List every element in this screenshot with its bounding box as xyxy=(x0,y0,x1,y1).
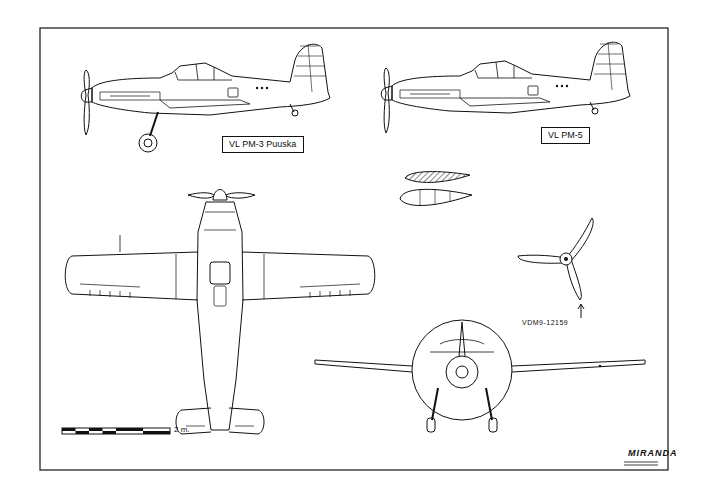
front-view-part xyxy=(315,360,645,372)
top-view-part xyxy=(188,195,255,198)
propeller-view-part xyxy=(566,259,581,300)
top-view-part xyxy=(242,252,375,300)
airfoil-section-part xyxy=(420,189,450,206)
logo-mark-part xyxy=(624,462,658,465)
front-view-part xyxy=(430,340,494,353)
top-view-part xyxy=(204,212,236,230)
view-caption: VL PM-3 Puuska xyxy=(229,139,297,150)
side-view-pm5 xyxy=(381,42,630,133)
scale-bar-part xyxy=(116,428,143,431)
front-view-part xyxy=(489,418,497,432)
scale-bar-part xyxy=(62,428,170,434)
frame-border xyxy=(40,28,668,470)
top-view-part xyxy=(80,254,360,299)
top-view-part xyxy=(188,193,255,195)
propeller-view xyxy=(518,218,593,318)
side-view-pm3 xyxy=(81,44,330,152)
propeller-view-part xyxy=(518,255,566,263)
side-view-pm3-part xyxy=(81,44,330,135)
airfoil-section-part xyxy=(400,189,472,205)
top-view-part xyxy=(213,190,227,201)
view-caption-box: VL PM-3 Puuska xyxy=(222,136,304,153)
author-logo: MIRANDA xyxy=(628,448,678,458)
front-view-part xyxy=(459,322,465,356)
side-view-pm3-part xyxy=(139,134,157,152)
scale-label: 2 m. xyxy=(174,425,190,434)
scale-bar-part xyxy=(103,431,117,434)
top-view-part xyxy=(210,262,230,284)
scale-bar-part xyxy=(89,428,103,431)
front-view-part xyxy=(432,388,492,420)
scale-bar-part xyxy=(62,428,76,431)
top-view-part xyxy=(120,235,121,252)
propeller-view-part xyxy=(564,257,568,261)
propeller-type: VDM9-12159 xyxy=(522,319,568,326)
top-view-part xyxy=(65,252,198,300)
propeller-view-part xyxy=(581,305,582,318)
scale-bar-part xyxy=(143,431,170,434)
front-view xyxy=(315,320,645,432)
airfoil-section xyxy=(400,172,472,206)
front-view-part xyxy=(456,366,468,378)
top-view-part xyxy=(214,286,226,306)
propeller-view-part xyxy=(578,304,584,309)
front-view-part xyxy=(412,320,512,420)
front-view-part xyxy=(427,418,435,432)
view-caption-box: VL PM-5 xyxy=(541,127,590,144)
scale-bar xyxy=(62,428,170,434)
top-view-part xyxy=(197,202,243,430)
side-view-pm3-part xyxy=(144,139,152,147)
airfoil-section-part xyxy=(405,172,470,183)
top-view-part xyxy=(90,290,350,298)
top-view-part xyxy=(186,426,254,427)
scale-bar-part xyxy=(76,431,90,434)
propeller-view-part xyxy=(560,253,572,265)
side-view-pm5-part xyxy=(381,42,630,133)
top-view xyxy=(65,190,375,435)
side-view-pm3-part xyxy=(150,112,158,136)
view-caption: VL PM-5 xyxy=(548,130,583,141)
front-view-part xyxy=(446,356,478,388)
logo-mark xyxy=(624,462,658,465)
front-view-part xyxy=(599,365,601,367)
